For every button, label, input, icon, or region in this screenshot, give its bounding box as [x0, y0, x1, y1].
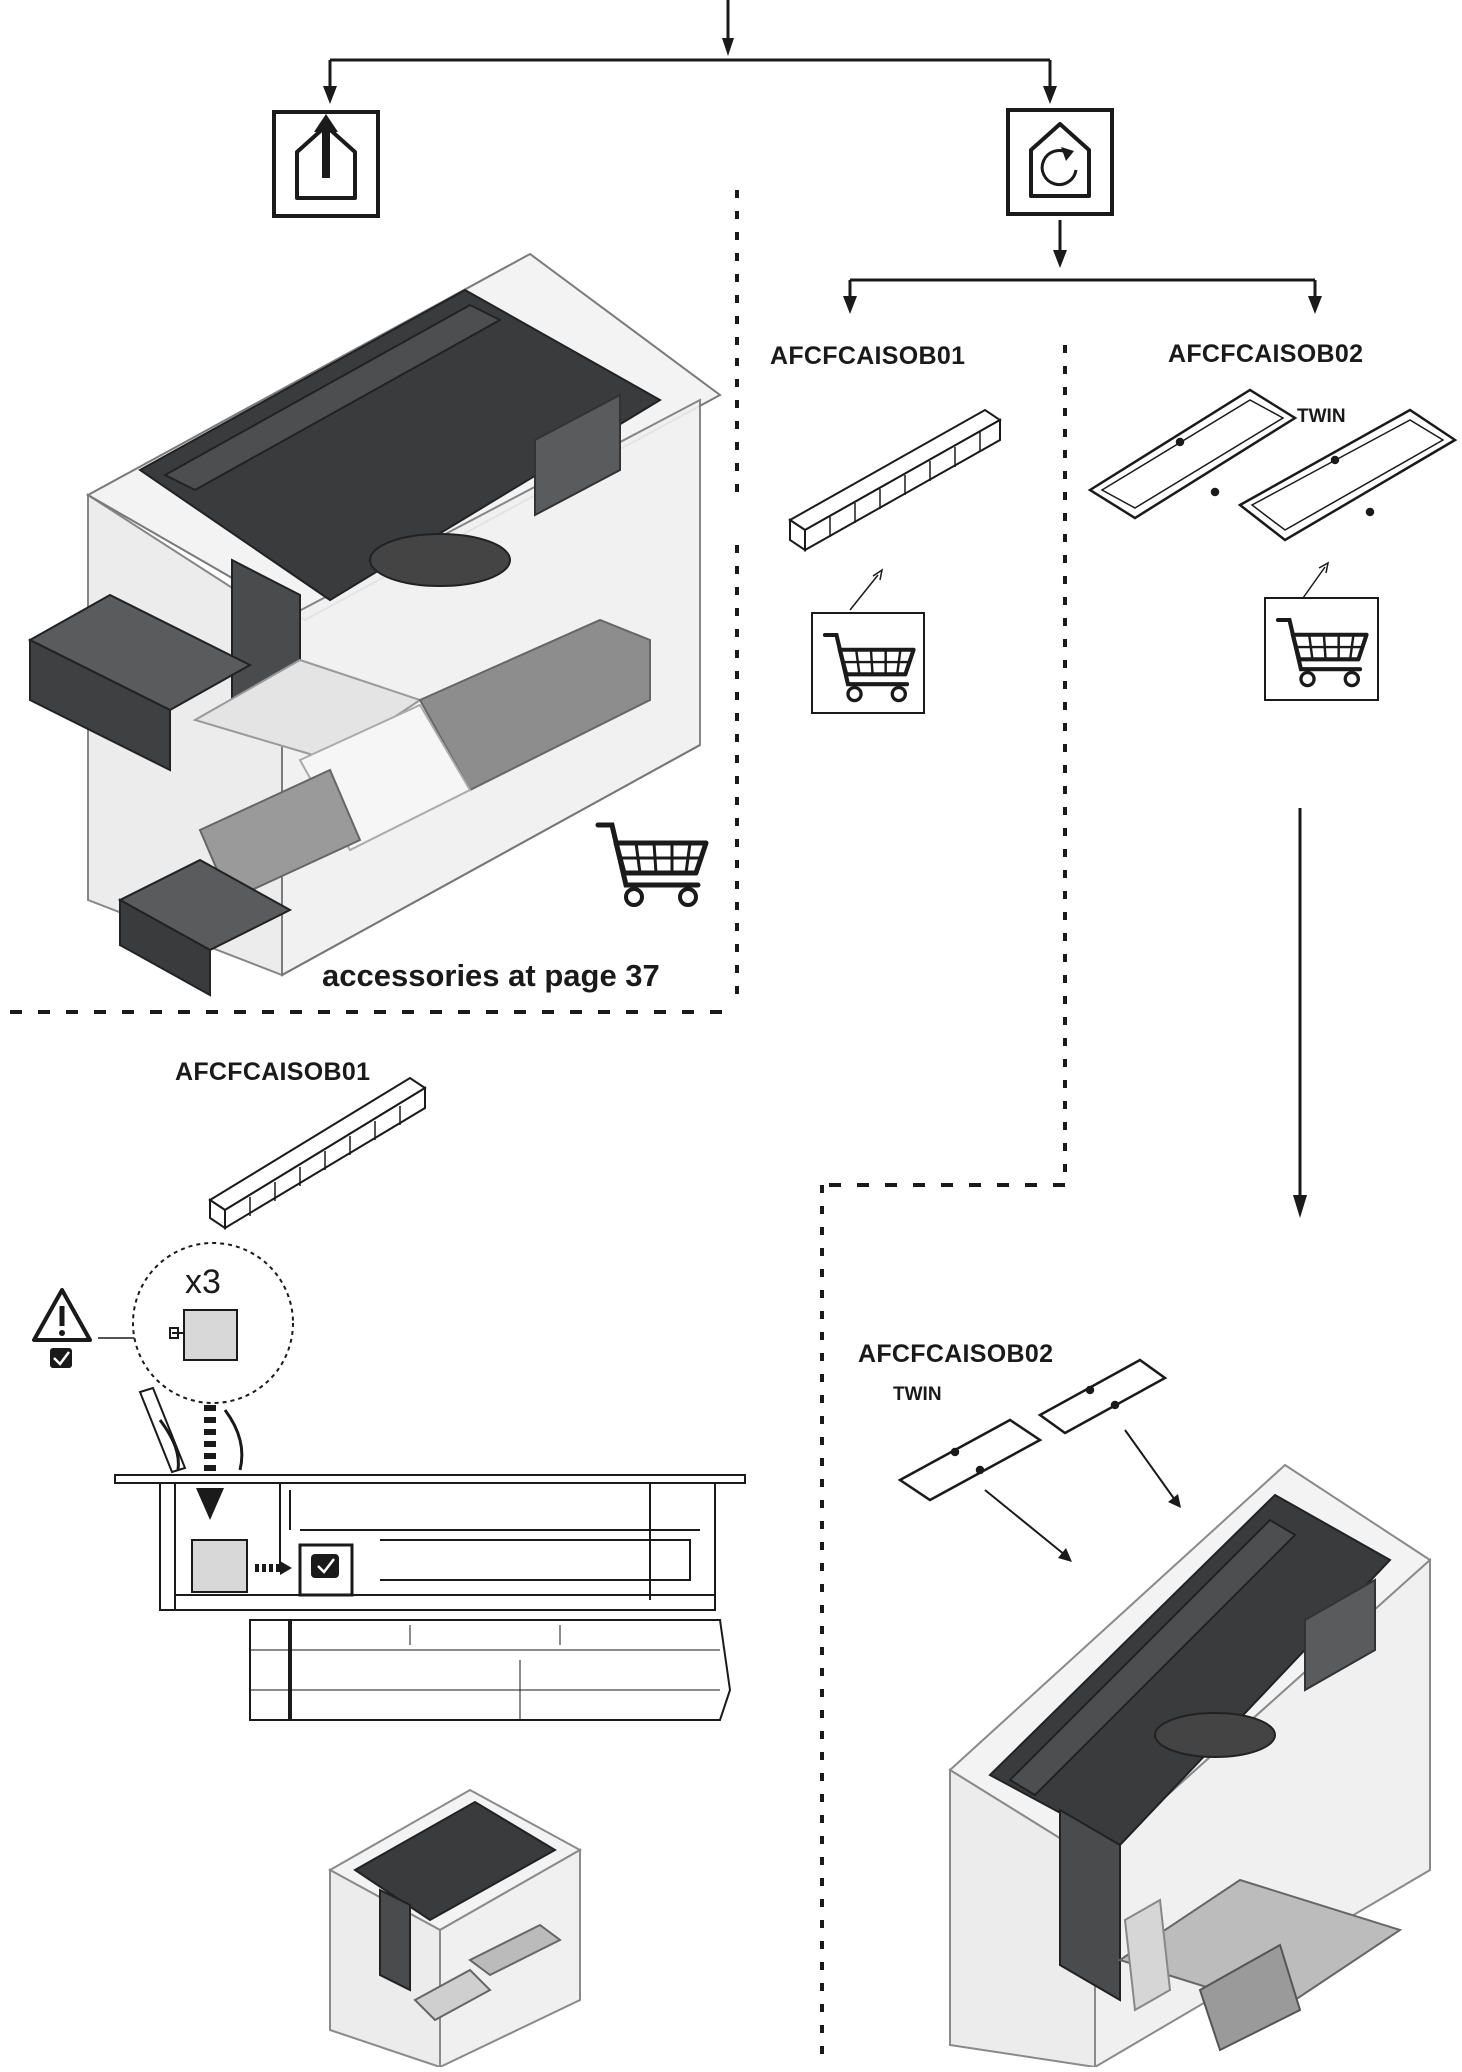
shopping-cart-icon-b02	[1264, 597, 1379, 701]
insert-arrow-down	[196, 1405, 224, 1520]
ducted-extraction-house-icon	[272, 110, 380, 218]
recirculation-installation-cabinet-illustration	[948, 1463, 1432, 2069]
afcfcaisob01-filter-illustration-bottom	[208, 1076, 427, 1230]
recirculation-house-icon	[1006, 108, 1114, 216]
quantity-label: x3	[185, 1263, 221, 1301]
cart-callout-arrow-b02	[1302, 561, 1330, 599]
warning-triangle-icon	[32, 1288, 92, 1342]
cart-callout-arrow-b01	[849, 568, 884, 611]
product-code-afcfcaisob01-bottom: AFCFCAISOB01	[175, 1058, 371, 1086]
afcfcaisob02-twin-filter-illustration-top	[1087, 388, 1458, 542]
separator-dotted-l-shape	[820, 1183, 1065, 2067]
product-code-afcfcaisob02-bottom: AFCFCAISOB02	[858, 1340, 1054, 1368]
shopping-cart-icon-b01	[811, 612, 925, 714]
filter-insert-arrows	[984, 1429, 1181, 1562]
twin-label-top: TWIN	[1297, 406, 1346, 427]
ducted-installation-cabinet-illustration	[27, 252, 722, 997]
product-code-afcfcaisob02-top: AFCFCAISOB02	[1168, 340, 1364, 368]
twin-label-bottom: TWIN	[893, 1384, 942, 1405]
afcfcaisob01-filter-illustration-top	[788, 408, 1002, 552]
long-down-arrow	[1293, 808, 1307, 1218]
shopping-cart-icon	[595, 822, 709, 907]
product-code-afcfcaisob01-top: AFCFCAISOB01	[770, 342, 966, 370]
hob-side-view-drawing	[114, 1386, 746, 1721]
checkbox-icon	[50, 1348, 72, 1368]
small-cabinet-illustration	[327, 1788, 583, 2069]
accessories-note: accessories at page 37	[322, 958, 660, 993]
afcfcaisob02-twin-filter-illustration-bottom	[897, 1358, 1168, 1502]
magnifier-circle	[132, 1242, 294, 1404]
top-flow-arrows	[323, 0, 1057, 104]
recirculation-split-arrows	[843, 220, 1322, 314]
